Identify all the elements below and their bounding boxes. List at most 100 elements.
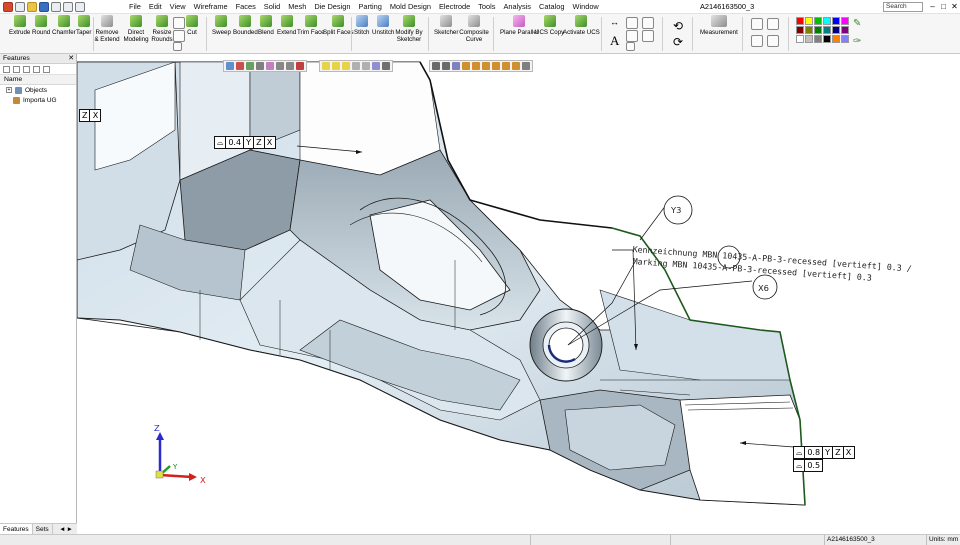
color-swatch[interactable] [814,35,822,43]
sketcher-button[interactable]: Sketcher [434,15,458,36]
view-icon[interactable] [256,62,264,70]
collapse-icon[interactable] [3,65,10,73]
view-icon[interactable] [751,35,763,47]
filter-icon[interactable] [502,62,510,70]
annotation-tool-icon[interactable] [626,17,638,29]
bounded-button[interactable]: Bounded [233,15,258,36]
gdt-frame-profile-04[interactable]: ⌓ 0.4 Y Z X [214,136,276,149]
menu-mold-design[interactable]: Mold Design [389,1,431,11]
tab-sets[interactable]: Sets [33,523,53,535]
view-icon[interactable] [226,62,234,70]
filter-icon[interactable] [23,65,30,73]
save-icon[interactable] [39,1,49,12]
menu-parting[interactable]: Parting [358,1,382,11]
color-swatch[interactable] [796,26,804,34]
undo-icon[interactable] [63,1,73,12]
eyedropper-icon[interactable]: ✑ [853,36,862,47]
taper-button[interactable]: Taper [76,15,91,36]
view-icon[interactable] [276,62,284,70]
annotation-tool-icon[interactable] [626,30,638,42]
color-swatch[interactable] [832,35,840,43]
body-icon[interactable] [173,17,185,29]
activate-ucs-button[interactable]: Activate UCS [563,15,600,36]
tree-item-objects[interactable]: + Objects [0,85,76,95]
print-icon[interactable] [51,1,61,12]
color-swatch[interactable] [841,26,849,34]
light-bulb-icon[interactable] [322,62,330,70]
direct-modeling-button[interactable]: Direct Modeling [123,15,149,43]
annotation-tool-icon[interactable] [642,30,654,42]
light-bulb-icon[interactable] [342,62,350,70]
color-swatch[interactable] [832,26,840,34]
color-swatch[interactable] [823,35,831,43]
chamfer-button[interactable]: Chamfer [52,15,76,36]
color-swatch[interactable] [805,26,813,34]
trim-face-button[interactable]: Trim Face [297,15,325,36]
view-icon[interactable] [296,62,304,70]
color-swatch[interactable] [841,17,849,25]
tree-item-import[interactable]: Importa UG [0,95,76,105]
arrow-icon[interactable] [362,62,370,70]
color-swatch[interactable] [823,26,831,34]
minimize-button[interactable]: – [930,2,935,11]
color-swatch[interactable] [805,35,813,43]
new-file-icon[interactable] [15,1,25,12]
view-icon[interactable] [236,62,244,70]
name-column-header[interactable]: Name [0,75,76,85]
filter-icon[interactable] [452,62,460,70]
small-tool-icon[interactable] [173,42,182,51]
filter-icon[interactable] [522,62,530,70]
menu-tools[interactable]: Tools [478,1,496,11]
unstitch-button[interactable]: Unstitch [372,15,394,36]
color-swatch[interactable] [805,17,813,25]
redo-icon[interactable] [75,1,85,12]
menu-faces[interactable]: Faces [235,1,256,11]
dimension-icon[interactable]: ↔ [610,17,619,27]
gdt-frame-profile-05[interactable]: ⌓ 0.5 [793,459,824,472]
delete-icon[interactable] [13,65,20,73]
view-icon[interactable] [767,35,779,47]
gdt-frame-corner[interactable]: Z X [79,109,102,122]
annotation-tool-icon[interactable] [642,17,654,29]
color-swatch[interactable] [841,35,849,43]
menu-die-design[interactable]: Die Design [314,1,351,11]
modify-by-sketcher-button[interactable]: Modify By Sketcher [395,15,423,43]
measurement-button[interactable]: Measurement [700,15,738,36]
rotate-icon[interactable] [432,62,440,70]
stitch-button[interactable]: Stitch [354,15,369,36]
close-button[interactable]: ✕ [951,2,958,11]
split-faces-button[interactable]: Split Faces [323,15,354,36]
blend-button[interactable]: Blend [258,15,274,36]
resize-rounds-button[interactable]: Resize Rounds [150,15,174,43]
filter-icon[interactable] [482,62,490,70]
menu-file[interactable]: File [129,1,141,11]
sweep-button[interactable]: Sweep [212,15,231,36]
callout-y3[interactable]: Y3 [671,205,682,215]
options-icon[interactable] [33,65,40,73]
3d-viewport[interactable]: Z X ⌓ 0.4 Y Z X ⌓ 0.8 Y Z X ⌓ 0.5 Y3 X6 … [77,54,960,534]
tree-expander[interactable]: + [6,87,12,93]
color-swatch[interactable] [823,17,831,25]
panel-close-button[interactable]: ✕ [68,55,74,62]
menu-analysis[interactable]: Analysis [503,1,531,11]
view-icon[interactable] [266,62,274,70]
app-logo-icon[interactable] [3,1,13,12]
plane-parallel-button[interactable]: Plane Parallel [500,15,538,36]
light-bulb-icon[interactable] [332,62,340,70]
arrow-icon[interactable] [352,62,360,70]
refresh-icon[interactable]: ⟳ [673,35,684,49]
filter-icon[interactable] [492,62,500,70]
pan-icon[interactable] [442,62,450,70]
gdt-frame-profile-08[interactable]: ⌓ 0.8 Y Z X [793,446,855,459]
extrude-button[interactable]: Extrude [9,15,30,36]
filter-icon[interactable] [462,62,470,70]
expand-icon[interactable] [43,65,50,73]
rotate-icon[interactable]: ⟲ [673,19,684,33]
view-icon[interactable] [286,62,294,70]
part-model[interactable] [77,54,960,534]
color-swatch[interactable] [832,17,840,25]
filter-icon[interactable] [472,62,480,70]
filter-icon[interactable] [512,62,520,70]
tab-features[interactable]: Features [0,523,33,535]
callout-x6[interactable]: X6 [758,283,769,293]
